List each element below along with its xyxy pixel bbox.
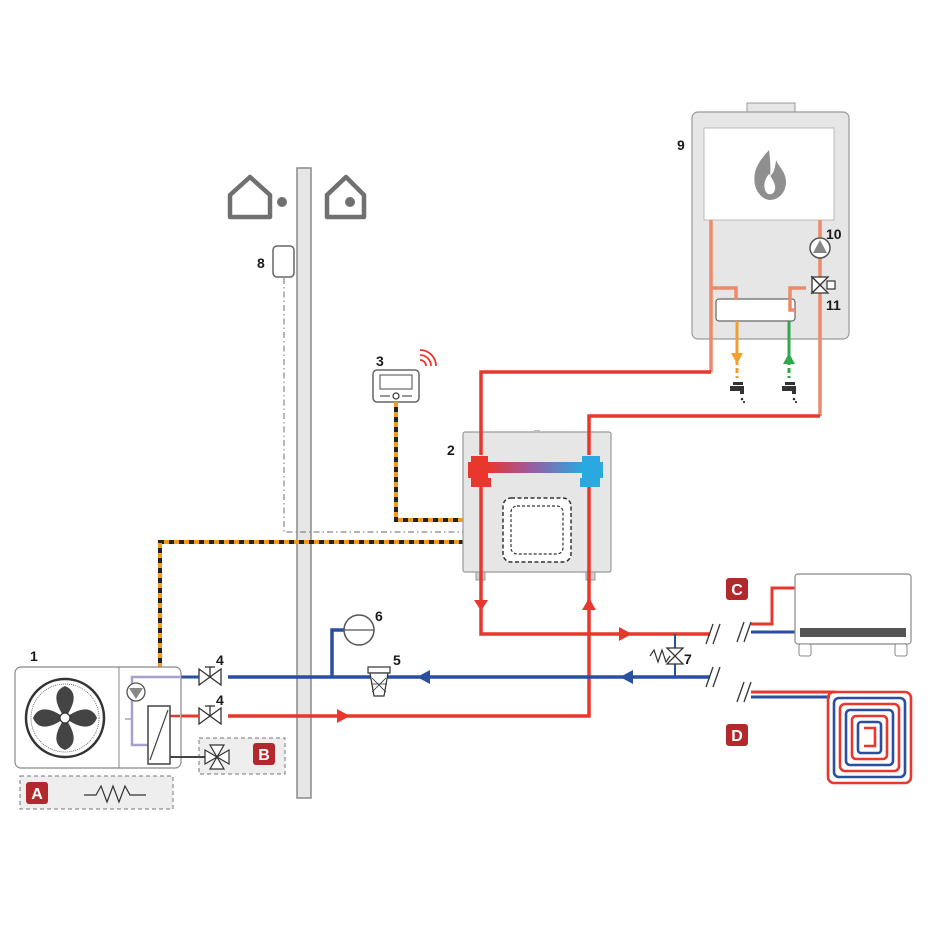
badge-b: B (253, 743, 275, 765)
label-boiler: 9 (677, 137, 685, 153)
return-line (228, 670, 710, 684)
filter (367, 666, 391, 697)
expansion-vessel-branch (330, 628, 345, 677)
bypass-valve (649, 634, 685, 677)
heat-pump-flow-line (228, 598, 596, 723)
dhw-outlet (731, 321, 743, 378)
sensor-cable (283, 278, 465, 533)
diverter-valve-icon (810, 275, 836, 295)
label-boiler-pump: 10 (826, 226, 842, 242)
isolation-valve-flow (198, 705, 222, 726)
label-controller: 3 (376, 353, 384, 369)
label-hydronic-module: 2 (447, 442, 455, 458)
label-outdoor-unit: 1 (30, 648, 38, 664)
module-vertical-pipes (479, 487, 591, 610)
boiler-pump-icon (809, 237, 831, 259)
underfloor-heating-connection (751, 690, 835, 699)
heating-flow-to-emitters (474, 595, 710, 641)
isolation-valve-return (198, 666, 222, 687)
indoor-house-icon (324, 174, 367, 220)
label-filter: 5 (393, 652, 401, 668)
label-expansion-vessel: 6 (375, 608, 383, 624)
badge-d-text: D (731, 728, 743, 745)
outdoor-dot-icon (277, 197, 287, 207)
outdoor-sensor (272, 245, 295, 278)
hydraulic-separator (468, 456, 603, 487)
label-valve-flow: 4 (216, 692, 224, 708)
boiler-link-pipes (479, 370, 820, 455)
label-bypass-valve: 7 (684, 651, 692, 667)
underfloor-heating-coil (826, 690, 913, 785)
badge-a-text: A (31, 786, 43, 803)
badge-c-text: C (731, 582, 743, 599)
label-diverter-valve: 11 (826, 297, 841, 313)
building-wall (296, 167, 312, 799)
fan-icon (24, 677, 106, 759)
outdoor-unit-internals (125, 675, 182, 765)
flame-icon (754, 150, 786, 200)
label-outdoor-sensor: 8 (257, 255, 265, 271)
label-valve-return: 4 (216, 652, 224, 668)
outdoor-unit-stubs (180, 675, 199, 718)
badge-d: D (726, 724, 748, 746)
badge-a: A (26, 782, 48, 804)
hot-tap-icon (730, 382, 746, 404)
badge-b-text: B (258, 747, 270, 764)
cold-tap-icon (782, 382, 798, 404)
outdoor-unit-cable (158, 540, 500, 668)
fan-coil-radiator (794, 573, 912, 657)
expansion-vessel (343, 614, 375, 646)
radiator-connection (751, 586, 797, 634)
badge-c: C (726, 578, 748, 600)
room-controller (372, 369, 420, 403)
dhw-inlet (783, 321, 795, 378)
outdoor-house-icon (227, 174, 273, 220)
pipe-break-marks (705, 621, 752, 703)
indoor-dot-icon (345, 197, 355, 207)
wifi-icon (419, 349, 437, 367)
